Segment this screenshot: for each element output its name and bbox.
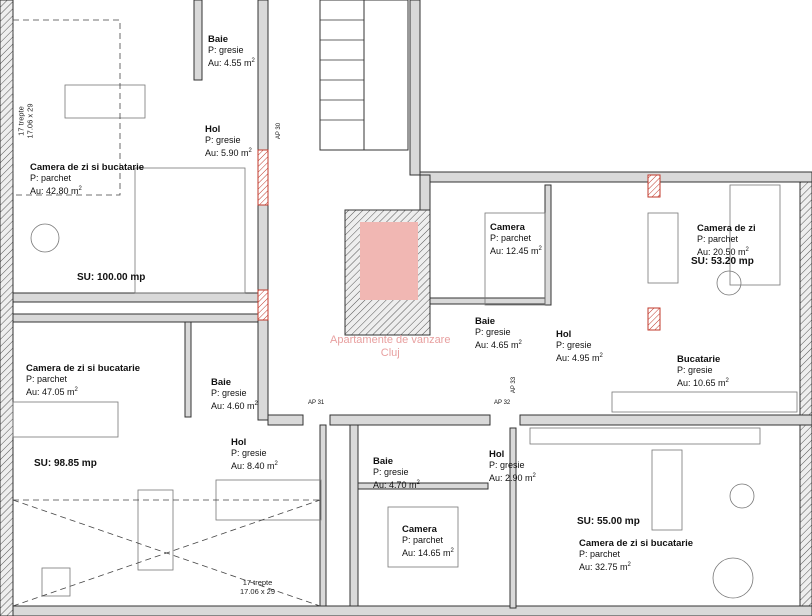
room-name: Hol: [489, 449, 505, 460]
room-name: Camera de zi si bucatarie: [30, 162, 145, 173]
room-name: Hol: [556, 329, 572, 340]
watermark-line-1: Apartamente de vanzare: [330, 334, 451, 346]
entrance-label: AP 33: [511, 376, 518, 394]
entrance-label: AP 32: [494, 400, 511, 406]
room-name: Camera: [490, 222, 525, 233]
room-area: Au: 20.50 m2: [697, 247, 749, 257]
room-floor: P: gresie: [208, 45, 244, 55]
room-area: Au: 4.65 m2: [475, 340, 522, 350]
room-name: Hol: [205, 124, 221, 135]
room-area: Au: 47.05 m2: [26, 387, 78, 397]
room-floor: P: gresie: [489, 460, 525, 470]
room-floor: P: parchet: [30, 173, 72, 183]
watermark: Apartamente de vanzare Cluj: [330, 334, 450, 360]
room-floor: P: gresie: [211, 388, 247, 398]
room-floor: P: parchet: [579, 549, 621, 559]
room-floor: P: parchet: [26, 374, 68, 384]
room-name: Baie: [475, 316, 496, 327]
apartment-surface: SU: 98.85 mp: [34, 458, 97, 469]
watermark-logo: [360, 222, 418, 300]
furniture: [12, 84, 798, 599]
entrance-label: AP 30: [276, 122, 283, 140]
apartment-surface: SU: 55.00 mp: [577, 516, 640, 527]
room-area: Au: 32.75 m2: [579, 562, 631, 572]
apartment-surface: SU: 53.20 mp: [691, 256, 754, 267]
stairwell: [319, 0, 409, 151]
room-name: Baie: [211, 377, 232, 388]
room-area: Au: 8.40 m2: [231, 461, 278, 471]
room-name: Hol: [231, 437, 247, 448]
room-floor: P: gresie: [556, 340, 592, 350]
room-name: Camera de zi si bucatarie: [26, 363, 141, 374]
room-area: Au: 10.65 m2: [677, 378, 729, 388]
room-floor: P: parchet: [402, 535, 444, 545]
room-area: Au: 4.60 m2: [211, 401, 258, 411]
room-area: Au: 42.80 m2: [30, 186, 82, 196]
room-area: Au: 14.65 m2: [402, 548, 454, 558]
room-area: Au: 12.45 m2: [490, 246, 542, 256]
room-name: Camera de zi si bucatarie: [579, 538, 694, 549]
void-lines: [12, 19, 321, 607]
room-name: Baie: [208, 34, 229, 45]
room-name: Camera de zi: [697, 223, 756, 234]
room-floor: P: gresie: [475, 327, 511, 337]
room-area: Au: 4.55 m2: [208, 58, 255, 68]
room-floor: P: gresie: [205, 135, 241, 145]
room-name: Camera: [402, 524, 437, 535]
watermark-line-2: Cluj: [380, 347, 400, 359]
room-area: Au: 4.95 m2: [556, 353, 603, 363]
room-name: Baie: [373, 456, 394, 467]
room-floor: P: parchet: [697, 234, 739, 244]
room-floor: P: gresie: [231, 448, 267, 458]
room-area: Au: 5.90 m2: [205, 148, 252, 158]
room-name: Bucatarie: [677, 354, 721, 365]
room-floor: P: gresie: [677, 365, 713, 375]
room-area: Au: 4.70 m2: [373, 480, 420, 490]
apartment-surface: SU: 100.00 mp: [77, 272, 146, 283]
room-area: Au: 2.90 m2: [489, 473, 536, 483]
room-floor: P: gresie: [373, 467, 409, 477]
entrance-label: AP 31: [308, 400, 325, 406]
room-floor: P: parchet: [490, 233, 532, 243]
chimneys: [257, 149, 661, 331]
